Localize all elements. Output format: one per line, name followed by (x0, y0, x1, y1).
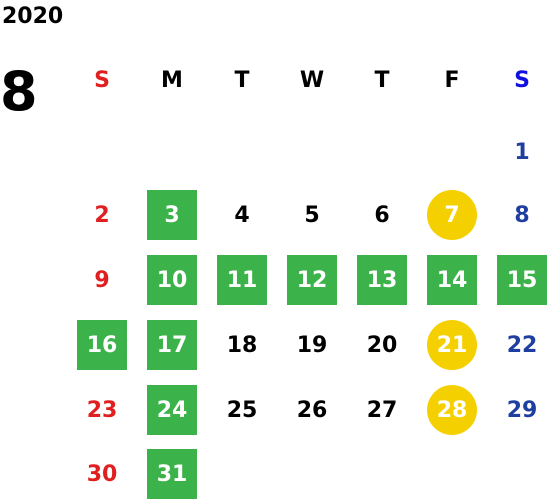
calendar-day-3[interactable]: 3 (147, 190, 197, 240)
calendar-day-17[interactable]: 17 (147, 320, 197, 370)
calendar-day-29[interactable]: 29 (506, 397, 538, 423)
calendar-day-24[interactable]: 24 (147, 385, 197, 435)
weekday-header-mon: M (161, 68, 183, 93)
calendar-day-16[interactable]: 16 (77, 320, 127, 370)
calendar-day-15[interactable]: 15 (497, 255, 547, 305)
calendar-day-22[interactable]: 22 (506, 332, 538, 358)
calendar-year: 2020 (2, 4, 64, 29)
calendar-day-10[interactable]: 10 (147, 255, 197, 305)
weekday-header-sat: S (514, 68, 530, 93)
calendar-day-1[interactable]: 1 (514, 139, 530, 165)
calendar-day-30[interactable]: 30 (86, 461, 118, 487)
calendar-day-14[interactable]: 14 (427, 255, 477, 305)
weekday-header-wed: W (299, 68, 325, 93)
calendar-day-27[interactable]: 27 (366, 397, 398, 423)
calendar-day-26[interactable]: 26 (296, 397, 328, 423)
calendar-month: 8 (0, 60, 38, 123)
calendar-day-13[interactable]: 13 (357, 255, 407, 305)
calendar-day-9[interactable]: 9 (94, 267, 110, 293)
calendar-day-7[interactable]: 7 (427, 190, 477, 240)
weekday-header-sun: S (94, 68, 110, 93)
calendar-day-19[interactable]: 19 (296, 332, 328, 358)
calendar-day-23[interactable]: 23 (86, 397, 118, 423)
calendar-day-18[interactable]: 18 (226, 332, 258, 358)
weekday-header-thu: T (374, 68, 390, 93)
calendar-day-25[interactable]: 25 (226, 397, 258, 423)
calendar-day-2[interactable]: 2 (94, 202, 110, 228)
calendar-day-11[interactable]: 11 (217, 255, 267, 305)
calendar-day-5[interactable]: 5 (304, 202, 320, 228)
calendar-day-31[interactable]: 31 (147, 449, 197, 499)
calendar-day-20[interactable]: 20 (366, 332, 398, 358)
calendar-day-8[interactable]: 8 (514, 202, 530, 228)
calendar-day-28[interactable]: 28 (427, 385, 477, 435)
calendar-day-21[interactable]: 21 (427, 320, 477, 370)
calendar-day-12[interactable]: 12 (287, 255, 337, 305)
weekday-header-tue: T (234, 68, 250, 93)
calendar-day-6[interactable]: 6 (374, 202, 390, 228)
calendar-day-4[interactable]: 4 (234, 202, 250, 228)
weekday-header-fri: F (444, 68, 460, 93)
